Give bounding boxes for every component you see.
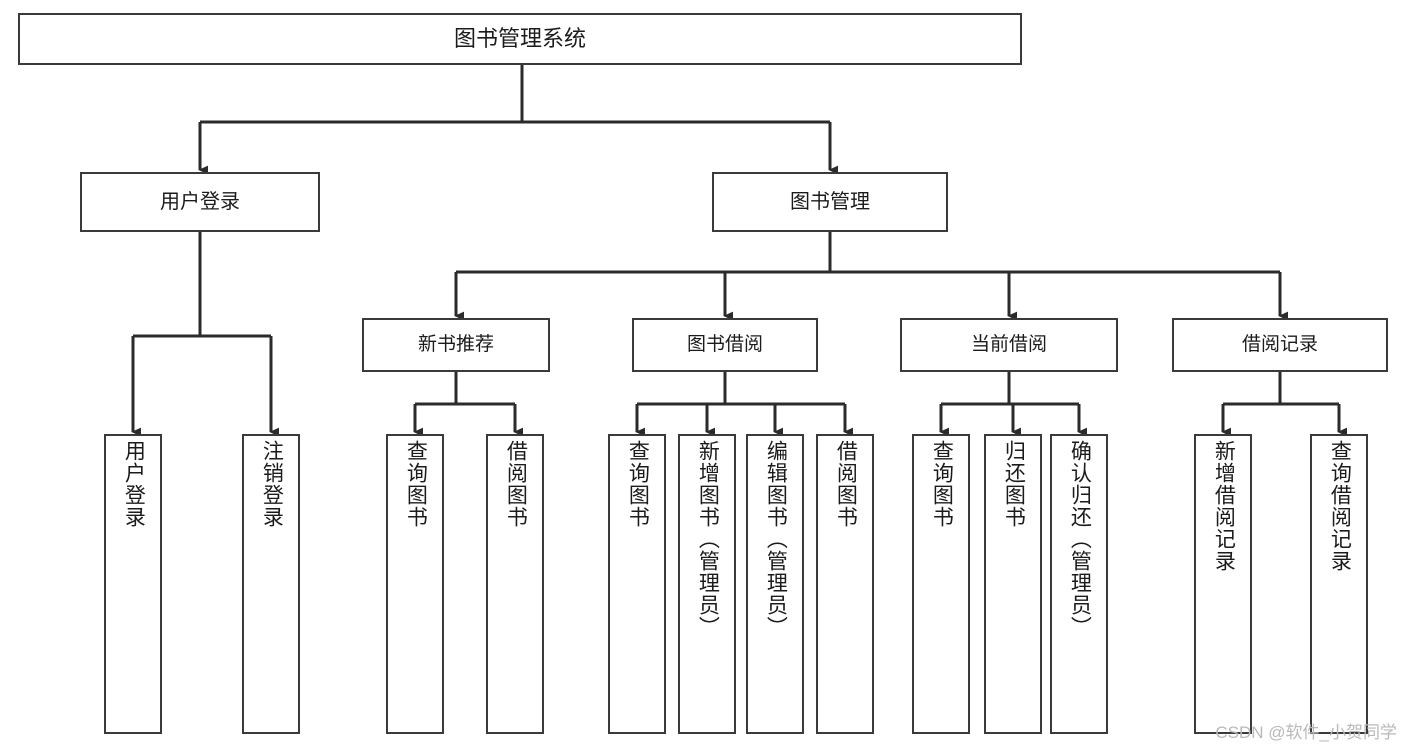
node-leaf-query-book-2-label: 查询图书 (626, 440, 650, 528)
node-leaf-add-book-label: 新增图书（管理员） (696, 440, 720, 638)
node-book-borrow-label: 图书借阅 (686, 333, 763, 355)
node-leaf-add-book[interactable]: 新增图书（管理员） (678, 434, 736, 734)
node-leaf-edit-book[interactable]: 编辑图书（管理员） (746, 434, 804, 734)
node-leaf-query-book-1-label: 查询图书 (404, 440, 428, 528)
node-borrow-record[interactable]: 借阅记录 (1172, 318, 1388, 372)
node-leaf-user-login-label: 用户登录 (122, 440, 146, 528)
node-book-manage[interactable]: 图书管理 (712, 172, 948, 232)
watermark-label: CSDN @软件_小贺同学 (1215, 723, 1397, 742)
node-leaf-edit-book-label: 编辑图书（管理员） (764, 440, 788, 638)
node-leaf-query-book-2[interactable]: 查询图书 (608, 434, 666, 734)
node-current-borrow-label: 当前借阅 (970, 333, 1047, 355)
node-book-manage-label: 图书管理 (790, 191, 870, 213)
node-leaf-borrow-book-2-label: 借阅图书 (834, 440, 858, 528)
node-leaf-return-book[interactable]: 归还图书 (984, 434, 1042, 734)
node-root-label: 图书管理系统 (453, 25, 586, 51)
node-leaf-add-record[interactable]: 新增借阅记录 (1194, 434, 1252, 734)
node-leaf-borrow-book-1-label: 借阅图书 (504, 440, 528, 528)
connector-group (131, 65, 1347, 437)
node-leaf-borrow-book-2[interactable]: 借阅图书 (816, 434, 874, 734)
node-user-login[interactable]: 用户登录 (80, 172, 320, 232)
node-leaf-confirm-return-label: 确认归还（管理员） (1068, 440, 1092, 638)
node-leaf-query-record-label: 查询借阅记录 (1328, 440, 1352, 572)
node-leaf-logout-login-label: 注销登录 (260, 440, 284, 528)
node-user-login-label: 用户登录 (160, 191, 240, 213)
node-leaf-logout-login[interactable]: 注销登录 (242, 434, 300, 734)
node-leaf-query-book-1[interactable]: 查询图书 (386, 434, 444, 734)
node-leaf-return-book-label: 归还图书 (1002, 440, 1026, 528)
node-leaf-query-book-3-label: 查询图书 (930, 440, 954, 528)
node-leaf-user-login[interactable]: 用户登录 (104, 434, 162, 734)
node-current-borrow[interactable]: 当前借阅 (900, 318, 1118, 372)
node-leaf-query-record[interactable]: 查询借阅记录 (1310, 434, 1368, 734)
node-book-borrow[interactable]: 图书借阅 (632, 318, 818, 372)
node-leaf-query-book-3[interactable]: 查询图书 (912, 434, 970, 734)
node-new-book-recommend-label: 新书推荐 (417, 333, 494, 355)
node-leaf-borrow-book-1[interactable]: 借阅图书 (486, 434, 544, 734)
node-leaf-add-record-label: 新增借阅记录 (1212, 440, 1236, 572)
node-root[interactable]: 图书管理系统 (18, 13, 1022, 65)
node-borrow-record-label: 借阅记录 (1241, 333, 1318, 355)
node-leaf-confirm-return[interactable]: 确认归还（管理员） (1050, 434, 1108, 734)
node-new-book-recommend[interactable]: 新书推荐 (362, 318, 550, 372)
